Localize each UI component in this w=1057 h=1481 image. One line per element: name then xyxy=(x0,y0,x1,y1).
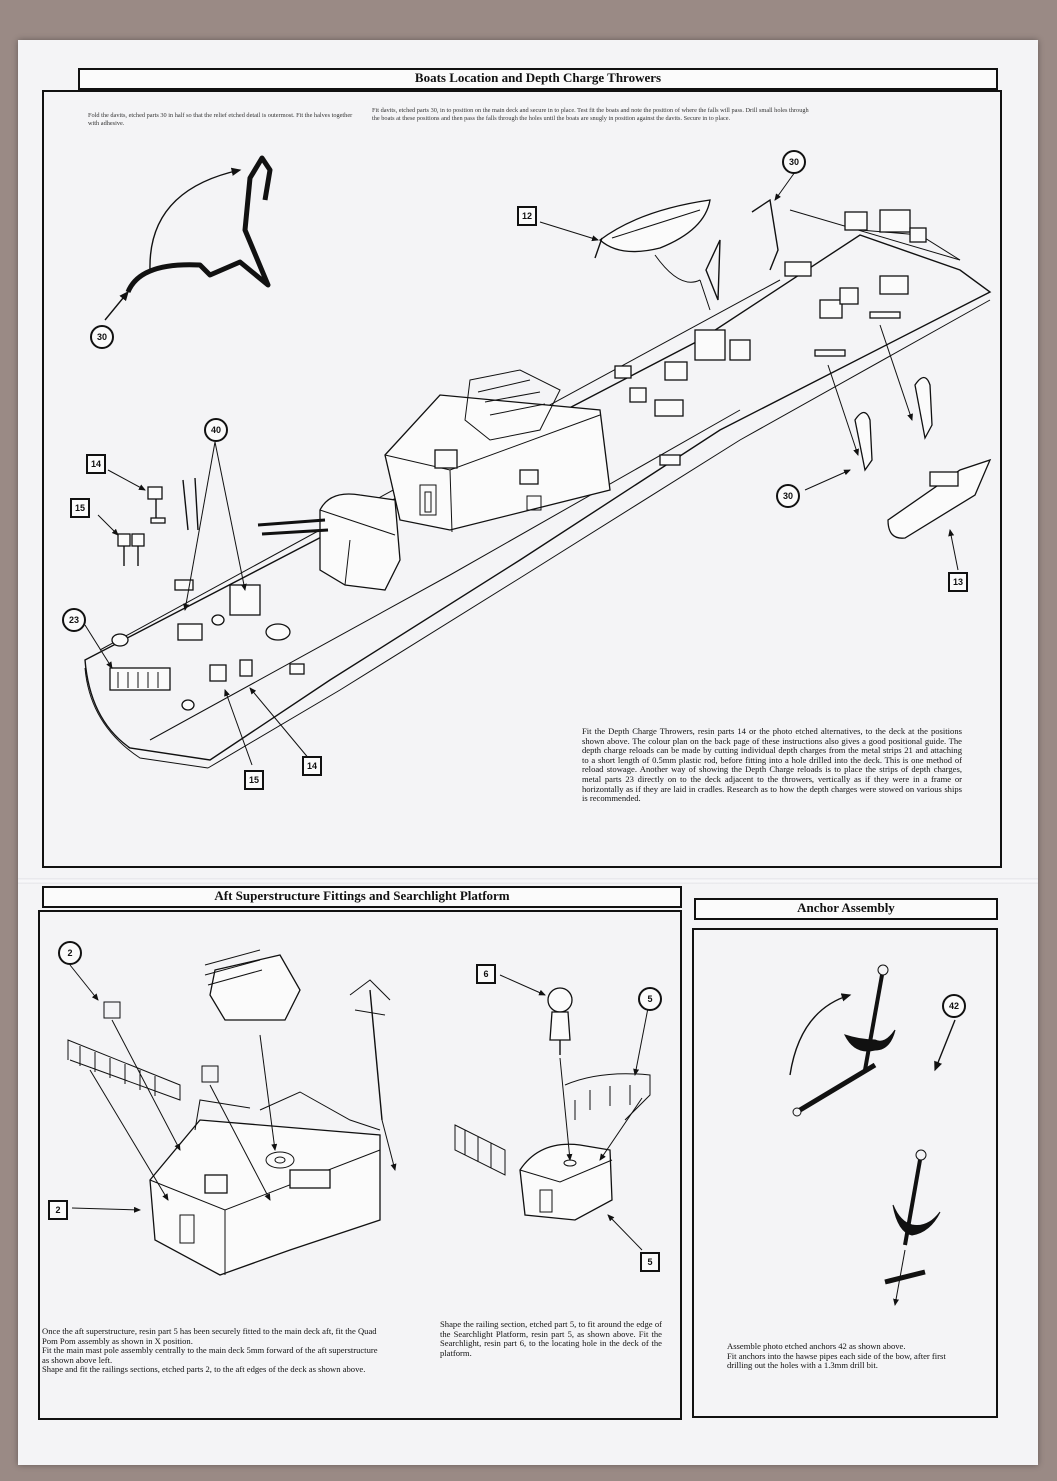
section-title-boats: Boats Location and Depth Charge Throwers xyxy=(78,68,998,90)
callout-part-30-a: 30 xyxy=(782,150,806,174)
callout-part-2: 2 xyxy=(58,941,82,965)
box-part-14-b: 14 xyxy=(302,756,322,776)
motor-boat-drawing xyxy=(854,376,992,539)
leader-arrows-boats xyxy=(84,171,959,766)
box-part-15-b: 15 xyxy=(244,770,264,790)
panel-aft xyxy=(38,910,682,1420)
callout-part-40: 40 xyxy=(204,418,228,442)
aft-superstructure-instructions: Once the aft superstructure, resin part … xyxy=(42,1326,378,1375)
paper-fold xyxy=(18,878,1038,884)
gun-turret-drawing xyxy=(257,493,401,591)
aft-superstructure-drawing xyxy=(67,949,391,1276)
box-part-2: 2 xyxy=(48,1200,68,1220)
searchlight-instructions: Shape the railing section, etched part 5… xyxy=(440,1319,662,1358)
searchlight-platform-drawing xyxy=(454,987,651,1221)
davit-fold-drawing xyxy=(104,155,273,321)
callout-part-42: 42 xyxy=(942,994,966,1018)
box-part-5: 5 xyxy=(640,1252,660,1272)
depth-charge-instructions: Fit the Depth Charge Throwers, resin par… xyxy=(582,726,962,804)
panel-boats xyxy=(42,90,1002,868)
callout-part-30-b: 30 xyxy=(90,325,114,349)
note-davits-fit: Fit davits, etched parts 30, in to posit… xyxy=(372,107,809,122)
note-davits-fold: Fold the davits, etched parts 30 in half… xyxy=(88,112,353,127)
callout-part-5: 5 xyxy=(638,987,662,1011)
box-part-14-a: 14 xyxy=(86,454,106,474)
thrower-parts-drawing xyxy=(117,477,199,566)
box-part-12: 12 xyxy=(517,206,537,226)
callout-part-30-c: 30 xyxy=(776,484,800,508)
box-part-13: 13 xyxy=(948,572,968,592)
box-part-15-a: 15 xyxy=(70,498,90,518)
box-part-6: 6 xyxy=(476,964,496,984)
anchor-instructions: Assemble photo etched anchors 42 as show… xyxy=(727,1341,946,1371)
panel-anchor xyxy=(692,928,998,1418)
callout-part-23: 23 xyxy=(62,608,86,632)
section-title-anchor: Anchor Assembly xyxy=(694,898,998,920)
whaler-boat-drawing xyxy=(594,198,779,311)
section-title-aft: Aft Superstructure Fittings and Searchli… xyxy=(42,886,682,908)
bridge-superstructure-drawing xyxy=(384,369,611,533)
anchor-drawing xyxy=(789,964,956,1306)
leader-arrows-aft xyxy=(69,964,649,1251)
